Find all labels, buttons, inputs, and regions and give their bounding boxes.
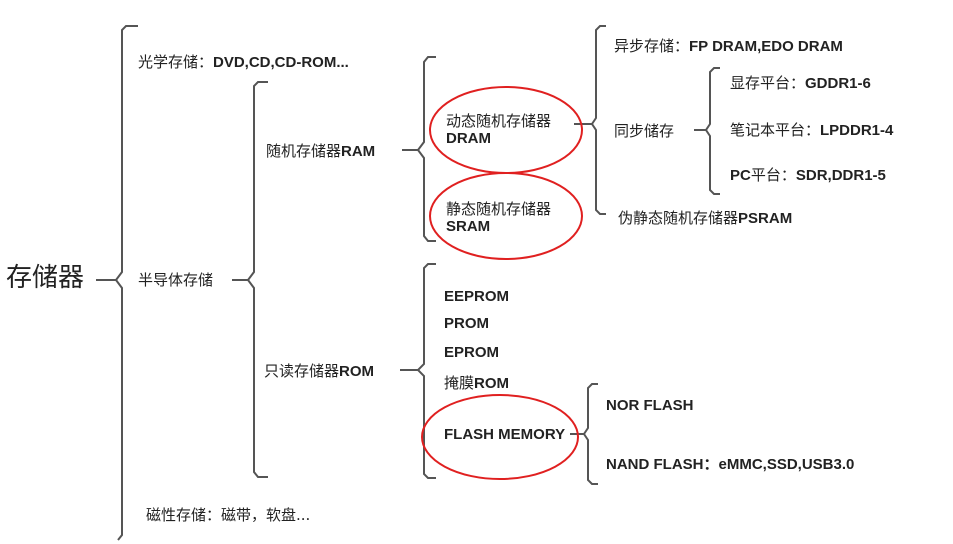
flash-bracket	[582, 383, 598, 485]
dram-bracket	[590, 25, 606, 215]
rom-item-eeprom: EEPROM	[444, 288, 510, 305]
semiconductor-node: 半导体存储	[138, 271, 214, 289]
async-items: FP DRAM,EDO DRAM	[689, 38, 843, 55]
rom-item-eprom: EPROM	[444, 344, 500, 361]
ram-label-en: RAM	[341, 143, 376, 160]
rom-label-cn: 只读存储器	[264, 362, 340, 380]
rom-item-prom: PROM	[444, 315, 489, 332]
sync-node: 同步储存	[614, 122, 675, 140]
async-label: 异步存储：	[614, 37, 690, 55]
optical-items: DVD,CD,CD-ROM...	[213, 54, 349, 71]
root-node: 存储器	[6, 263, 85, 293]
dram-node: 动态随机存储器 DRAM	[446, 112, 551, 148]
gpu-items: GDDR1-6	[805, 75, 871, 92]
dram-label-cn: 动态随机存储器	[446, 112, 552, 130]
flash-highlight-ellipse	[421, 394, 579, 480]
gpu-platform-node: 显存平台：GDDR1-6	[730, 74, 871, 93]
mask-rom-cn: 掩膜	[444, 374, 475, 392]
laptop-items: LPDDR1-4	[820, 122, 894, 139]
nand-flash-node: NAND FLASH：eMMC,SSD,USB3.0	[606, 455, 854, 474]
optical-storage-node: 光学存储：DVD,CD,CD-ROM...	[138, 53, 349, 72]
gpu-label: 显存平台：	[730, 74, 806, 92]
semiconductor-bracket	[246, 81, 268, 478]
optical-label: 光学存储：	[138, 53, 214, 71]
laptop-platform-node: 笔记本平台：LPDDR1-4	[730, 121, 893, 140]
pc-items: SDR,DDR1-5	[795, 167, 886, 184]
rom-item-mask-rom: 掩膜ROM	[444, 374, 509, 393]
ram-label-cn: 随机存储器	[266, 142, 342, 160]
pc-platform-node: PC平台：SDR,DDR1-5	[730, 166, 886, 185]
magnetic-storage-node: 磁性存储：磁带，软盘...	[146, 506, 311, 524]
rom-bracket	[416, 263, 436, 479]
ram-node: 随机存储器RAM	[266, 142, 375, 161]
sram-label-cn: 静态随机存储器	[446, 200, 552, 218]
dram-label-en: DRAM	[446, 130, 491, 147]
psram-node: 伪静态随机存储器PSRAM	[618, 209, 792, 228]
rom-label-en: ROM	[339, 363, 375, 380]
psram-label-en: PSRAM	[738, 210, 793, 227]
sram-label-en: SRAM	[446, 218, 491, 235]
sram-node: 静态随机存储器 SRAM	[446, 200, 551, 236]
sram-highlight-ellipse	[429, 172, 583, 260]
mask-rom-en: ROM	[474, 375, 510, 392]
pc-prefix: PC	[730, 167, 751, 184]
psram-label-cn: 伪静态随机存储器	[618, 209, 739, 227]
nor-flash-node: NOR FLASH	[606, 397, 694, 414]
nand-label: NAND FLASH：	[606, 456, 719, 473]
ram-bracket	[416, 56, 436, 242]
sync-bracket	[704, 67, 720, 195]
laptop-label: 笔记本平台：	[730, 121, 821, 139]
pc-label: 平台：	[750, 166, 796, 184]
flash-memory-node: FLASH MEMORY	[444, 426, 566, 443]
nand-items: eMMC,SSD,USB3.0	[718, 456, 855, 473]
rom-node: 只读存储器ROM	[264, 362, 374, 381]
async-node: 异步存储：FP DRAM,EDO DRAM	[614, 37, 843, 56]
root-bracket	[114, 25, 138, 541]
